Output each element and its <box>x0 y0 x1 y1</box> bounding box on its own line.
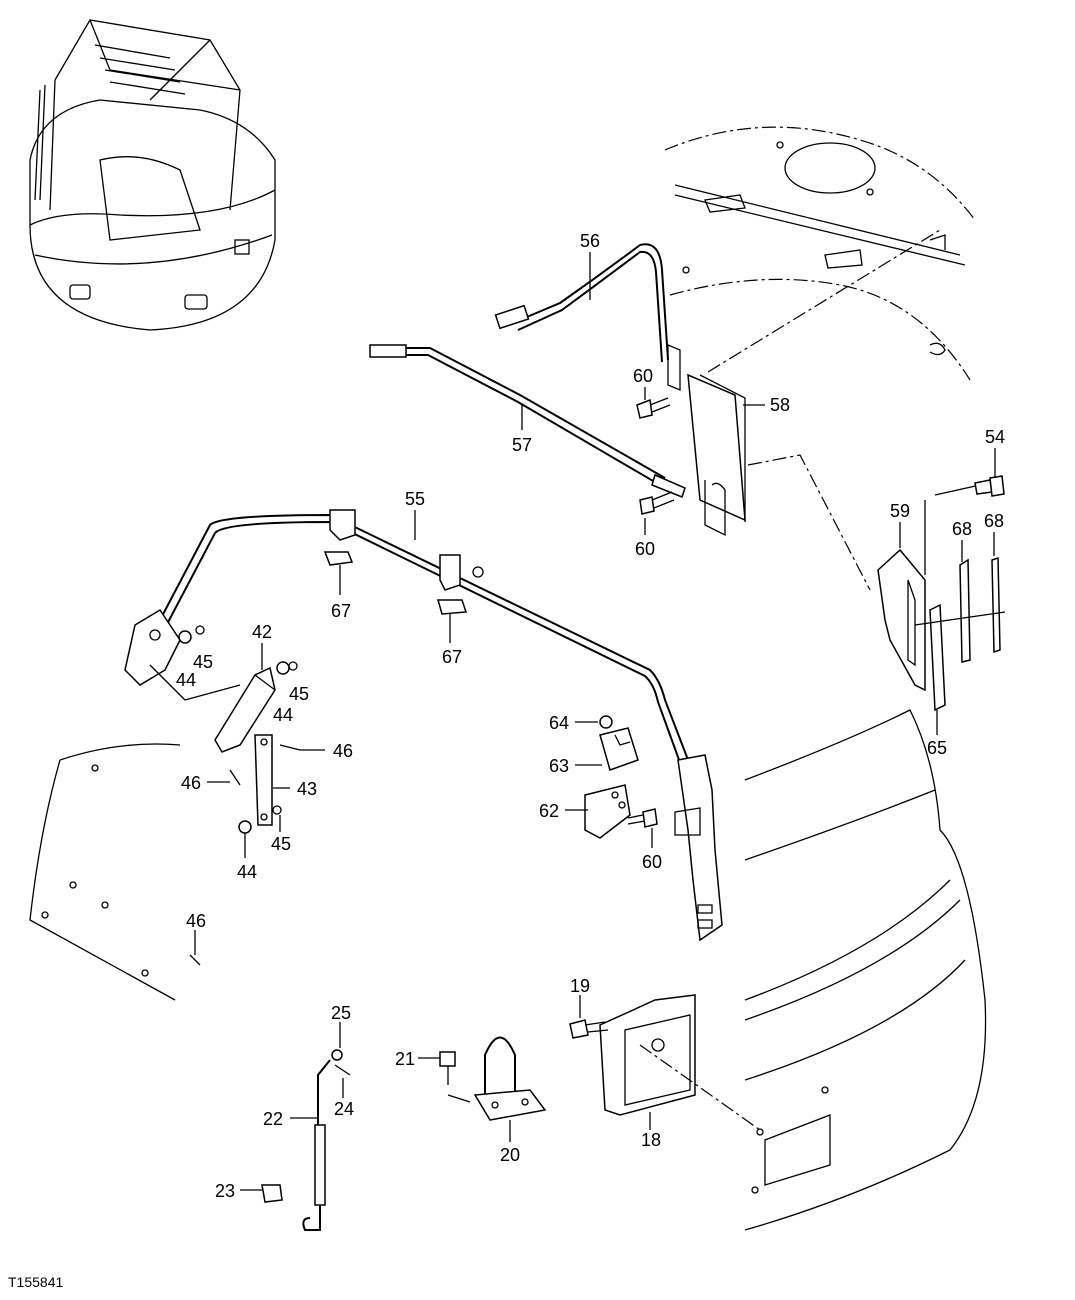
side-cover-outline <box>29 743 181 1001</box>
part-67-mounts <box>323 551 468 615</box>
part-56-rod <box>494 243 681 391</box>
callout-46-lower: 46 <box>186 911 206 931</box>
linkage-parts <box>149 625 301 966</box>
part-65-68-strips <box>914 556 1006 712</box>
callout-68-left: 68 <box>952 519 972 539</box>
callout-44-middle: 44 <box>273 705 293 725</box>
callout-46-middle: 46 <box>181 773 201 793</box>
part-58-plate <box>687 229 941 591</box>
callout-22: 22 <box>263 1109 283 1129</box>
callout-44-lower: 44 <box>237 862 257 882</box>
callout-60-middle: 60 <box>635 539 655 559</box>
callout-64: 64 <box>549 713 569 733</box>
parts-22-23-24-25 <box>261 1049 351 1231</box>
part-60-bolts <box>627 397 675 828</box>
callout-24: 24 <box>334 1099 354 1119</box>
callout-44-left: 44 <box>176 670 196 690</box>
callout-20: 20 <box>500 1145 520 1165</box>
parts-18-19-latch <box>569 994 761 1131</box>
rear-cover-outline <box>744 709 987 1231</box>
leader-lines <box>194 252 996 1191</box>
callout-58: 58 <box>770 395 790 415</box>
callout-54: 54 <box>985 427 1005 447</box>
callout-21: 21 <box>395 1049 415 1069</box>
callout-68-right: 68 <box>984 511 1004 531</box>
callout-56: 56 <box>580 231 600 251</box>
callout-65: 65 <box>927 738 947 758</box>
callout-labels: 56 58 60 57 54 60 55 59 68 68 67 67 42 4… <box>176 231 1005 1201</box>
callout-60-lower: 60 <box>642 852 662 872</box>
callout-63: 63 <box>549 756 569 776</box>
part-59-bracket <box>877 484 981 692</box>
upper-frame-outline <box>664 126 976 381</box>
callout-59: 59 <box>890 501 910 521</box>
machine-overview-inset <box>29 19 276 331</box>
callout-42: 42 <box>252 622 272 642</box>
parts-62-63-64 <box>584 715 639 839</box>
parts-20-21 <box>439 1036 547 1121</box>
callout-19: 19 <box>570 976 590 996</box>
callout-67-left: 67 <box>331 601 351 621</box>
callout-60-upper: 60 <box>633 366 653 386</box>
callout-55: 55 <box>405 489 425 509</box>
callout-45-left: 45 <box>193 652 213 672</box>
callout-62: 62 <box>539 801 559 821</box>
callout-25: 25 <box>331 1003 351 1023</box>
part-55-rod <box>124 509 723 942</box>
figure-id: T155841 <box>8 1274 63 1290</box>
callout-57: 57 <box>512 435 532 455</box>
callout-45-lower: 45 <box>271 834 291 854</box>
callout-43: 43 <box>297 779 317 799</box>
callout-23: 23 <box>215 1181 235 1201</box>
part-54-bolt <box>974 475 1005 497</box>
callout-18: 18 <box>641 1130 661 1150</box>
part-57-rod <box>369 344 686 498</box>
callout-67-right: 67 <box>442 647 462 667</box>
callout-45-middle: 45 <box>289 684 309 704</box>
callout-46-upper: 46 <box>333 741 353 761</box>
